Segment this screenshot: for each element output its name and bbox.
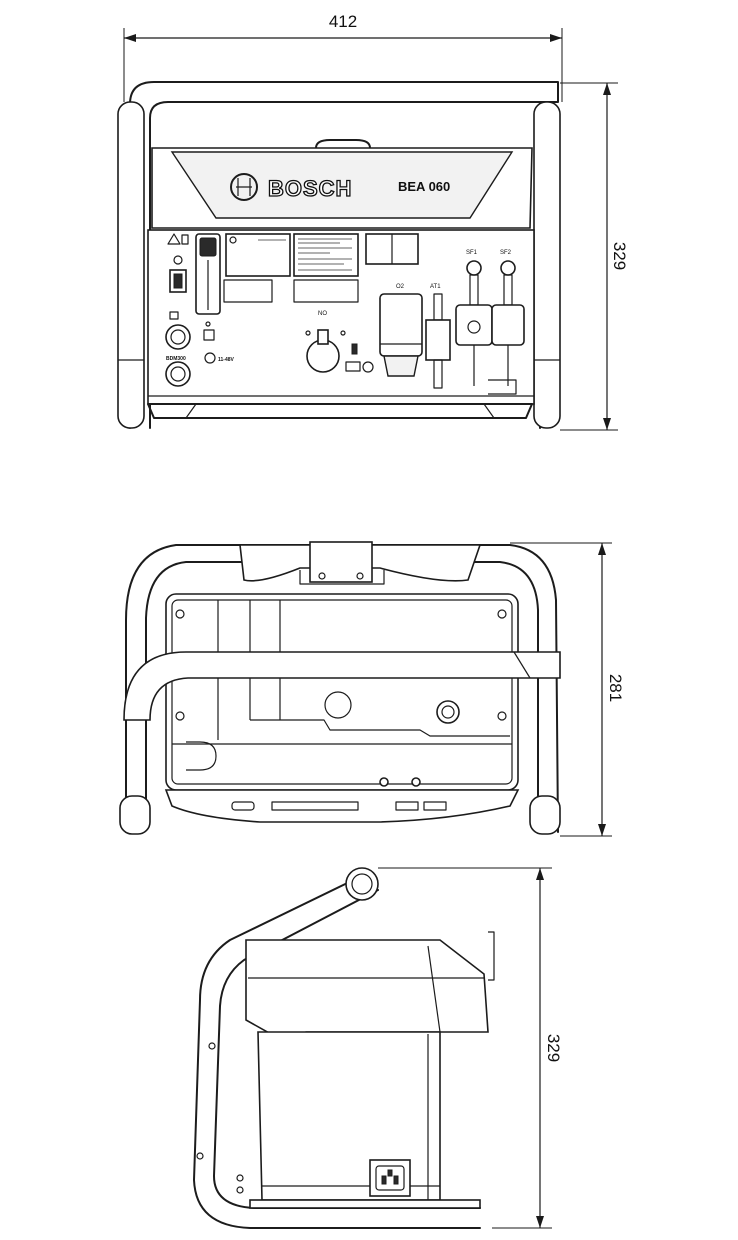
- at1-label: AT1: [430, 284, 441, 290]
- power-icon: [173, 255, 183, 265]
- sf1-label: SF1: [466, 250, 478, 256]
- voltage-connector[interactable]: [204, 352, 216, 364]
- front-top-handle: [315, 139, 371, 149]
- sf2-filter: [491, 304, 525, 346]
- top-round-port: [324, 691, 352, 719]
- port-connector-bottom[interactable]: [165, 361, 191, 387]
- top-view: 281: [119, 541, 625, 837]
- no-sensor-port-slot: [317, 329, 329, 345]
- sf2-label: SF2: [500, 250, 512, 256]
- brand-name: BOSCH: [268, 176, 352, 201]
- port-connector-top[interactable]: [165, 324, 191, 350]
- side-handle-end: [345, 867, 379, 901]
- spec-plate: [293, 233, 359, 277]
- side-handle: [193, 867, 481, 1229]
- top-depth-dimension: 281: [510, 542, 625, 837]
- top-handle-bracket: [309, 541, 373, 583]
- side-base: [249, 1199, 481, 1209]
- rating-plate: [225, 233, 291, 277]
- sf2-cap: [500, 260, 516, 276]
- o2-label: O2: [396, 284, 405, 290]
- bosch-logo-ring: [230, 173, 258, 201]
- sf1-filter: [455, 304, 493, 346]
- hose-outlet: [488, 379, 517, 395]
- front-width-label: 412: [329, 12, 357, 31]
- front-roll-cage: [117, 81, 561, 429]
- side-view: 329: [193, 867, 563, 1229]
- o2-sensor: [379, 293, 423, 357]
- front-height-label: 329: [610, 242, 629, 270]
- top-body: [165, 593, 519, 791]
- top-frame: [119, 544, 561, 835]
- side-height-dimension: 329: [378, 867, 563, 1229]
- sf1-cap: [466, 260, 482, 276]
- manual-icon: [181, 234, 189, 245]
- top-depth-label: 281: [606, 674, 625, 702]
- top-hose-loop: [186, 741, 217, 771]
- warning-icon: [167, 233, 181, 245]
- label-blank-center: [293, 279, 359, 303]
- top-connector: [436, 700, 460, 724]
- port-symbol-icon: [169, 311, 179, 320]
- bdm-label: BDM300: [166, 356, 186, 362]
- front-control-panel: BDM300 11-48V: [147, 229, 535, 419]
- volt-label: 11-48V: [218, 357, 235, 363]
- model-name: BEA 060: [398, 179, 450, 194]
- top-front-edge: [164, 789, 520, 823]
- drain-icon: [345, 361, 361, 372]
- at1-filter: [425, 319, 451, 361]
- side-height-label: 329: [544, 1034, 563, 1062]
- usb-port[interactable]: [203, 329, 215, 341]
- front-width-dimension: 412: [123, 12, 563, 102]
- spec-plate-text-lines: [298, 238, 352, 271]
- no-label: NO: [318, 311, 327, 317]
- label-blank-left: [223, 279, 273, 303]
- bosch-armature-icon: [236, 178, 252, 196]
- front-upper-housing: BOSCH BEA 060: [151, 147, 533, 229]
- front-view: 412 329 BOSCH BEA: [117, 12, 629, 431]
- front-height-dimension: 329: [560, 82, 629, 431]
- top-front-handle-bar: [123, 651, 561, 721]
- side-lower-body: [257, 1031, 441, 1201]
